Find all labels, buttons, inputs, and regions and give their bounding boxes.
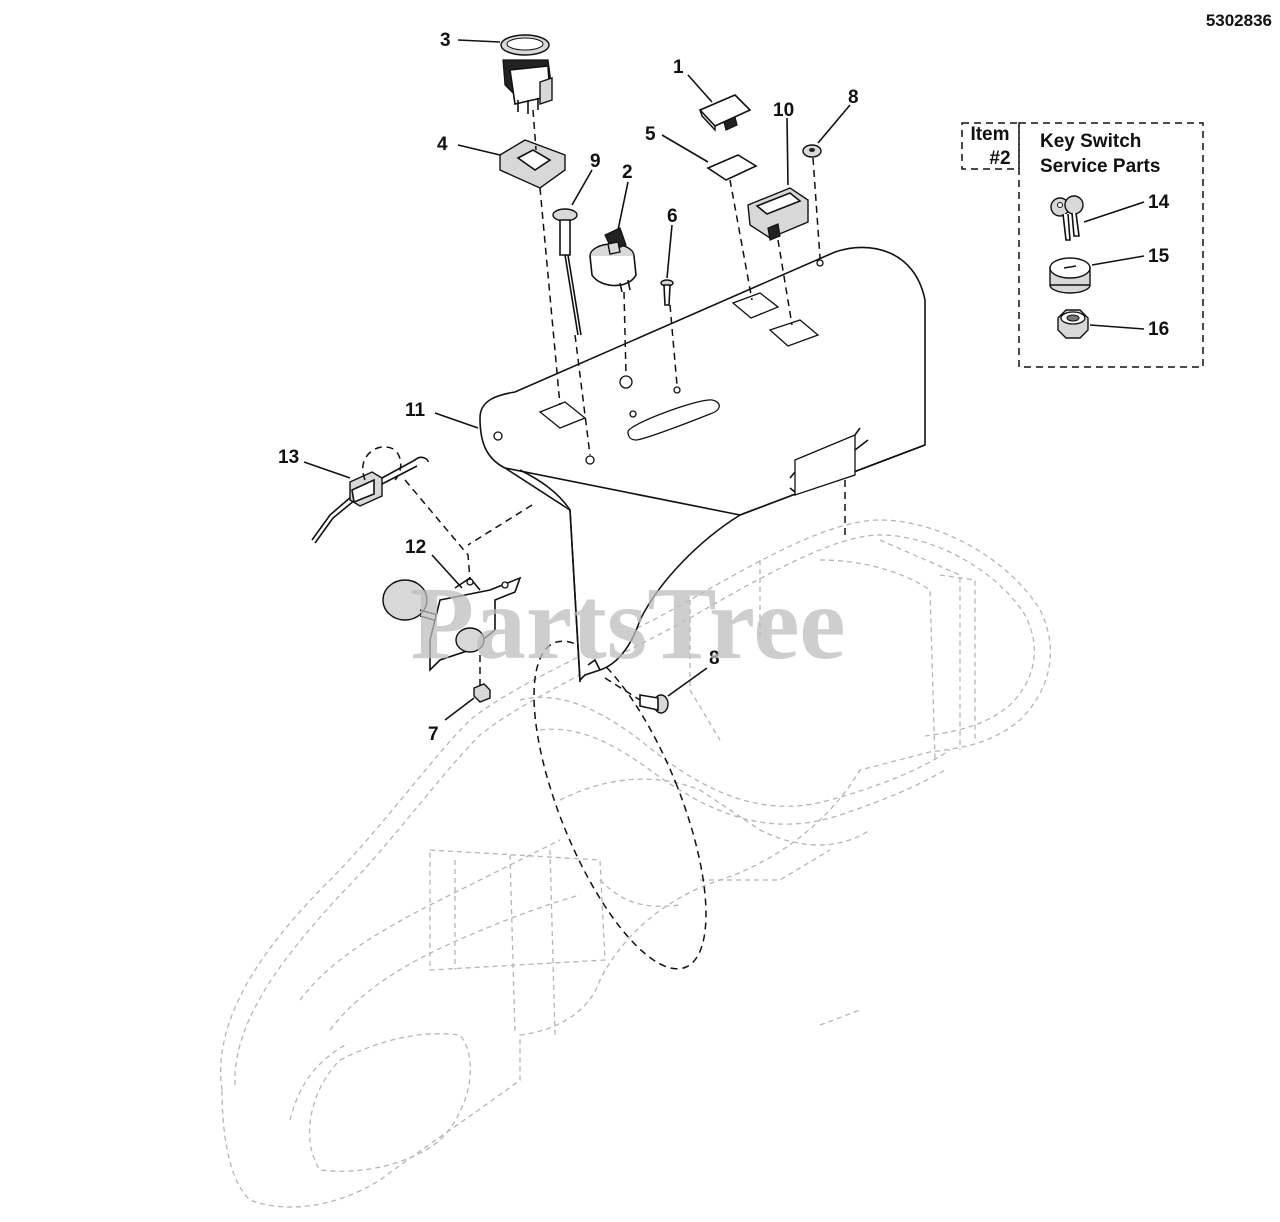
key-switch: [589, 227, 637, 293]
switch-cover: [698, 94, 752, 132]
screw-hole: [629, 410, 637, 418]
switch-housing: [747, 187, 809, 241]
callout-5: 5: [645, 124, 656, 145]
callout-16: 16: [1148, 319, 1169, 340]
callout-2: 2: [622, 162, 633, 183]
callout-8-side: 8: [709, 648, 720, 669]
nut-7: [473, 683, 491, 703]
item-label-line1: Item: [970, 124, 1009, 145]
bolt-8-top: [802, 144, 822, 158]
screw-hole: [816, 259, 824, 267]
key-switch-hole: [619, 375, 633, 389]
callout-13: 13: [278, 447, 299, 468]
callout-10: 10: [773, 100, 794, 121]
callout-1: 1: [673, 57, 684, 78]
callout-4: 4: [437, 134, 448, 155]
service-box-border: [1018, 122, 1204, 368]
bolt-8-side: [639, 694, 669, 714]
key-set: [1050, 195, 1084, 241]
leader-14: [1083, 201, 1145, 223]
cable-route-ellipse: [533, 640, 707, 970]
switch-opening: [768, 319, 820, 347]
callout-9: 9: [590, 151, 601, 172]
document-number: 5302836: [1206, 11, 1272, 30]
screw-hole: [673, 386, 681, 394]
pto-switch: [500, 34, 553, 114]
key-switch-nut: [1057, 309, 1089, 339]
item-label-border: [961, 122, 1020, 170]
callout-8-top: 8: [848, 87, 859, 108]
leader-lines: [303, 39, 851, 721]
choke-hole: [585, 455, 595, 465]
callout-3: 3: [440, 30, 451, 51]
screw-6: [660, 279, 674, 306]
switch-opening: [731, 292, 780, 319]
assembly-lines: [404, 109, 846, 701]
route-loop: [362, 446, 402, 481]
switch-opening: [538, 401, 587, 429]
choke-cable: [552, 208, 582, 336]
throttle-slot: [627, 399, 720, 441]
callout-11: 11: [405, 400, 426, 421]
callout-labels: 3 4 1 5 9 2 6 10 8 11 13 12 7 8: [278, 30, 859, 745]
leader-15: [1091, 255, 1145, 266]
callout-7: 7: [428, 724, 439, 745]
watermark: PartsTree: [410, 566, 845, 681]
seat-ghost-outline: [220, 519, 1052, 1208]
callout-15: 15: [1148, 246, 1170, 267]
service-box-title-line1: Key Switch: [1040, 131, 1141, 152]
callout-14: 14: [1148, 192, 1170, 213]
seat-switch: [311, 456, 429, 544]
switch-gasket: [706, 154, 758, 181]
callout-6: 6: [667, 206, 678, 227]
throttle-lever: [382, 576, 522, 672]
key-switch-cap: [1049, 257, 1091, 294]
callout-12: 12: [405, 537, 426, 558]
side-opening: [794, 434, 856, 496]
leader-16: [1089, 324, 1145, 330]
mount-hole: [493, 431, 503, 441]
control-panel-bracket: [479, 246, 926, 683]
service-box-title-line2: Service Parts: [1040, 156, 1160, 177]
pto-bezel: [499, 139, 566, 189]
item-label-line2: #2: [989, 148, 1010, 169]
service-parts-box: Item #2 Key Switch Service Parts 14 15: [961, 122, 1204, 368]
